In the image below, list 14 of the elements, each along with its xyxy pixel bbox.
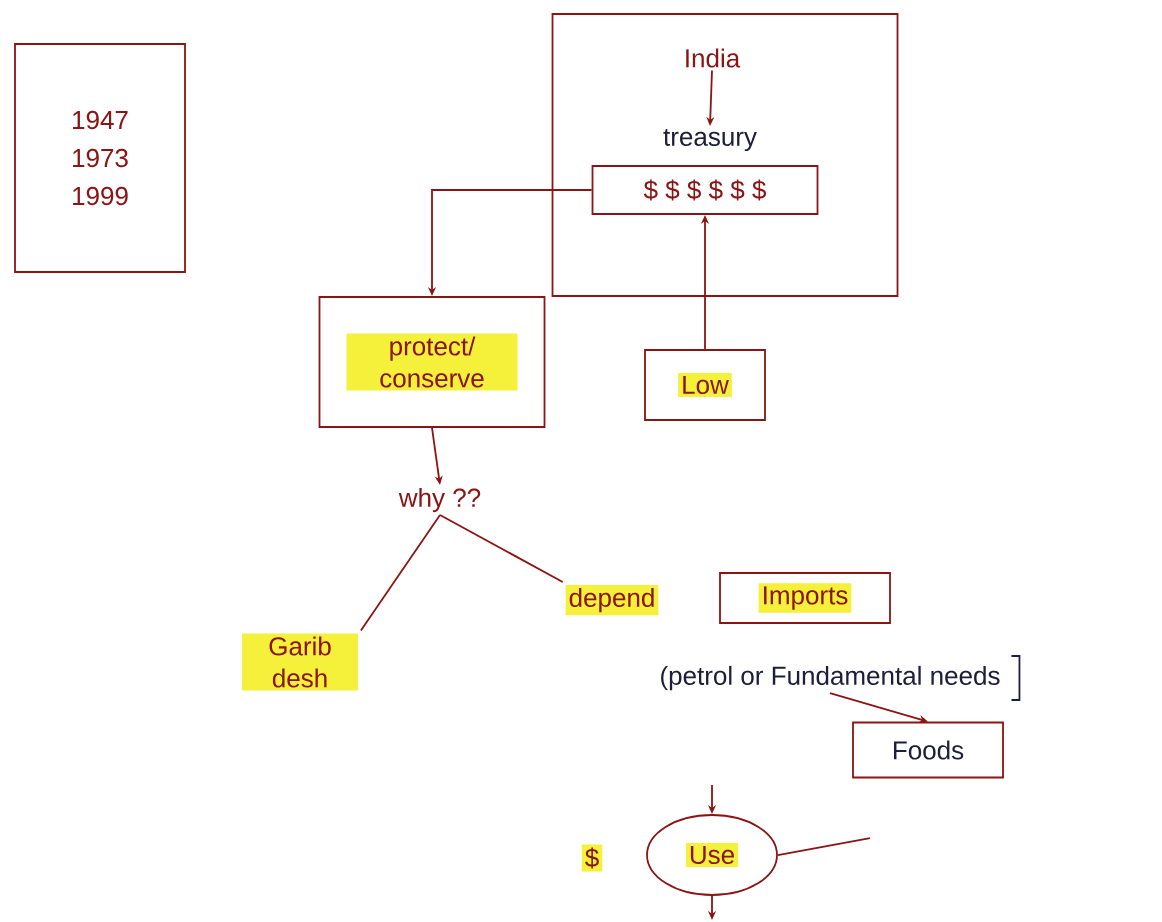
note-text: Garib desh (242, 633, 358, 691)
label-text: treasury (663, 128, 757, 152)
process-box: protect/ conserve (318, 296, 546, 428)
frame-box (551, 13, 899, 297)
heading-text: India (686, 48, 741, 68)
question-text: why ?? (398, 487, 481, 513)
process-box: Low (644, 349, 766, 421)
note-text: (petrol or Fundamental needs (661, 665, 1000, 691)
process-box: Foods (852, 721, 1004, 779)
process-box: Imports (719, 572, 891, 624)
year-box: 1947 1973 1999 (14, 43, 186, 273)
dollar-text: $ (581, 844, 603, 872)
note-text: depend (565, 584, 659, 616)
dollar-box: $ $ $ $ $ $ (591, 165, 819, 215)
